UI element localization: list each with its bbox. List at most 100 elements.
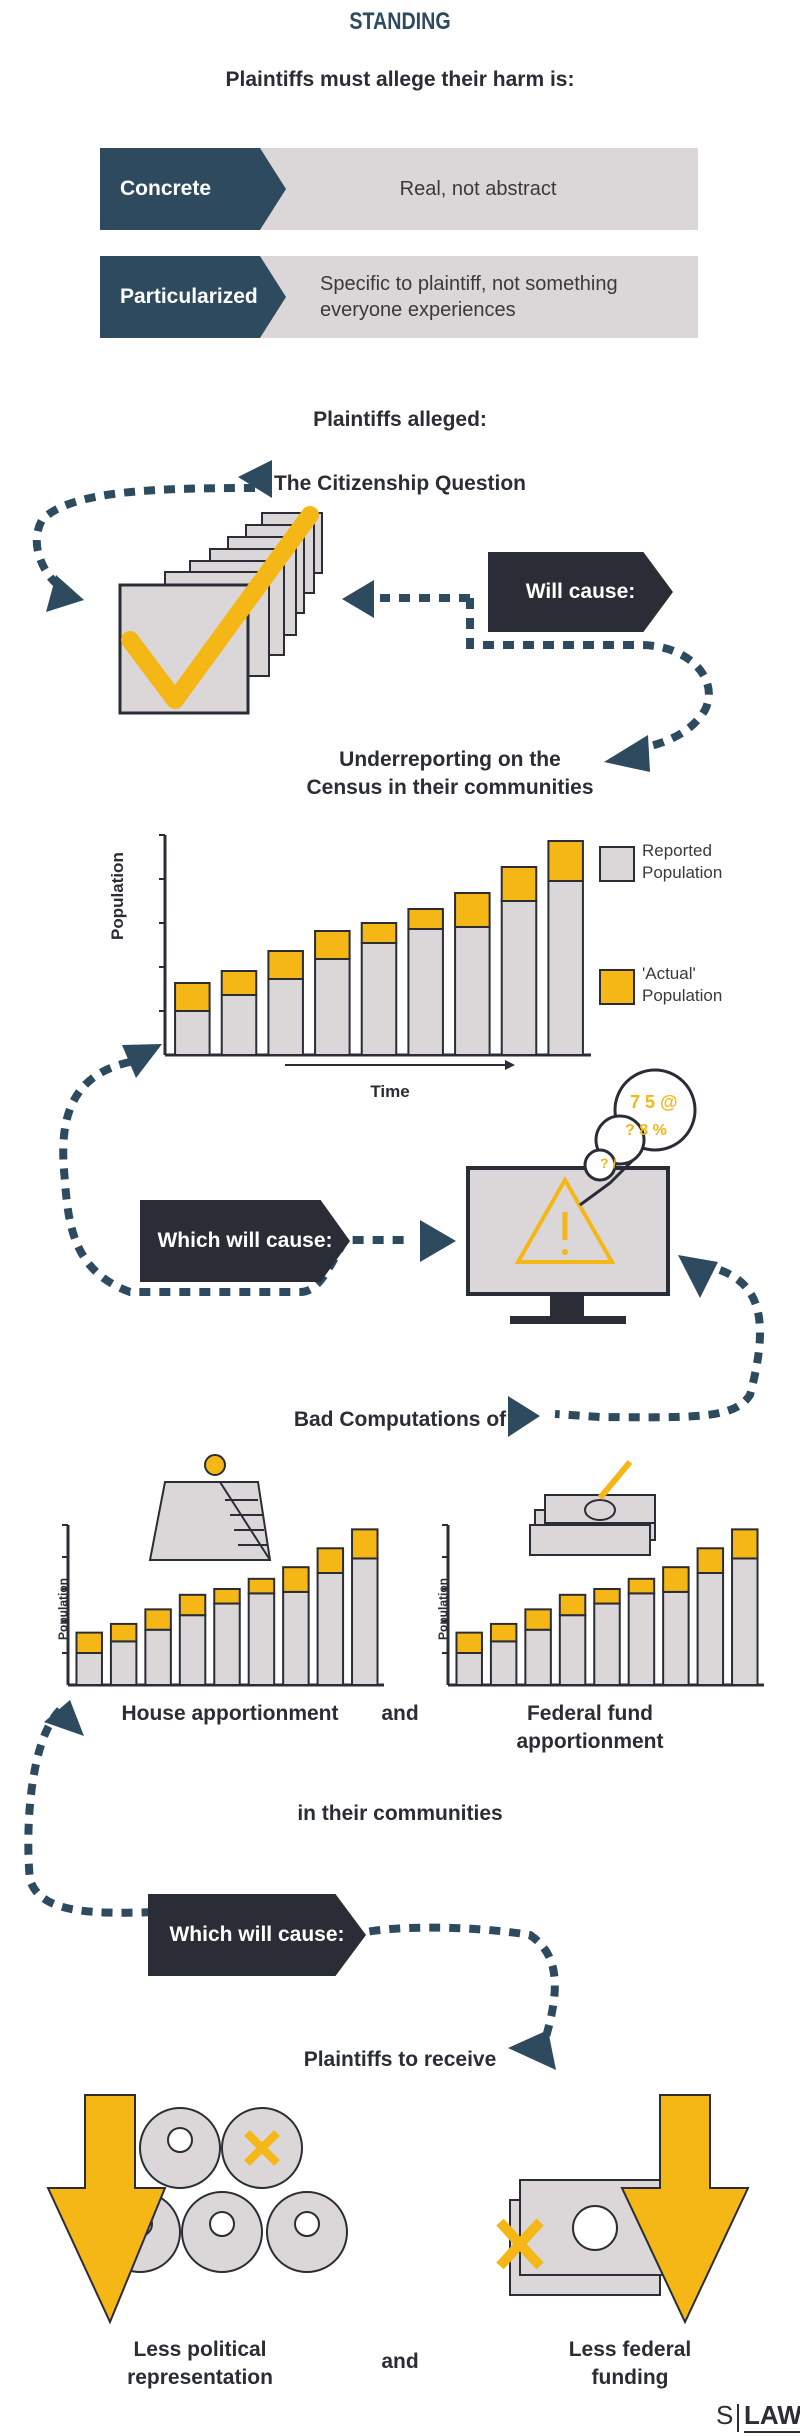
computer-warning-icon: 7 5 @ ? 8 % ? /: [466, 1068, 697, 1324]
bar-reported: [500, 900, 538, 1056]
legend-actual-label: 'Actual' Population: [642, 964, 723, 1005]
requirement-label: Concrete: [100, 148, 286, 230]
y-axis-label: Population: [436, 1578, 450, 1640]
bar-reported: [454, 926, 491, 1056]
arrow-head-icon: [508, 1396, 540, 1437]
bar-reported: [455, 1652, 483, 1686]
less-federal-label: Less federal funding: [568, 2338, 692, 2389]
bar-reported: [314, 958, 351, 1056]
y-axis-label: Population: [108, 852, 127, 940]
bar-actual: [178, 1593, 207, 1617]
x-axis-label: Time: [370, 1082, 410, 1101]
svg-text:? 8 %: ? 8 %: [625, 1122, 667, 1139]
bar-reported: [593, 1602, 621, 1686]
in-communities-label: in their communities: [297, 1802, 503, 1825]
requirement-row-concrete: Real, not abstract Concrete: [100, 148, 698, 230]
flow-arrow-path: [348, 1923, 559, 2042]
bar-actual: [593, 1588, 621, 1605]
flow-arrow-path: [24, 1707, 156, 1917]
arrow-head-icon: [122, 1044, 162, 1078]
bar-reported: [220, 994, 258, 1056]
bar-actual: [547, 840, 584, 882]
bar-reported: [351, 1557, 379, 1687]
bar-actual: [662, 1566, 690, 1593]
svg-text:7 5 @: 7 5 @: [630, 1092, 678, 1112]
bar-actual: [213, 1588, 241, 1605]
bar-chart-fund: [442, 1524, 764, 1687]
bar-actual: [407, 908, 444, 930]
bar-reported: [627, 1592, 656, 1687]
less-political-label: Less political representation: [127, 2338, 273, 2389]
bar-actual: [558, 1593, 587, 1617]
bar-actual: [455, 1631, 483, 1654]
which-will-cause-box-2: Which will cause:: [148, 1894, 366, 1976]
bar-actual: [454, 892, 491, 928]
bar-actual: [174, 982, 211, 1012]
bar-actual: [314, 930, 351, 960]
arrow-head-icon: [508, 2030, 556, 2070]
checkmark-icon: [121, 506, 319, 709]
house-apportionment-label: House apportionment: [121, 1702, 339, 1725]
bar-chart-main: [159, 834, 591, 1070]
bar-reported: [407, 928, 444, 1056]
chart-legend: [599, 846, 635, 1005]
svg-text:? /: ? /: [600, 1155, 616, 1171]
bar-actual: [282, 1566, 310, 1593]
requirement-row-particularized: Specific to plaintiff, not something eve…: [100, 256, 698, 338]
bar-reported: [316, 1572, 345, 1686]
which-will-cause-box-1: Which will cause:: [140, 1200, 350, 1282]
page-title: STANDING: [349, 8, 451, 35]
bar-reported: [547, 880, 584, 1056]
bar-actual: [351, 1528, 379, 1560]
arrow-head-icon: [678, 1255, 718, 1298]
bar-reported: [731, 1557, 759, 1687]
bar-actual: [75, 1631, 103, 1654]
bar-actual: [489, 1622, 518, 1643]
bar-actual: [247, 1577, 276, 1595]
arrow-head-icon: [238, 460, 272, 498]
bar-reported: [109, 1640, 138, 1687]
bar-reported: [662, 1590, 690, 1686]
bar-actual: [627, 1577, 656, 1595]
bar-reported: [178, 1614, 207, 1686]
bar-actual: [316, 1547, 345, 1574]
y-axis-label: Population: [56, 1578, 70, 1640]
federal-fund-label: Federal fund apportionment: [516, 1702, 664, 1753]
bar-reported: [247, 1592, 276, 1687]
bar-reported: [282, 1590, 310, 1686]
bar-actual: [524, 1608, 552, 1631]
requirement-description: Real, not abstract: [258, 148, 698, 230]
alleged-heading: Plaintiffs alleged:: [313, 408, 487, 431]
bad-computations-label: Bad Computations of: [293, 1408, 507, 1431]
and-label: and: [381, 2350, 419, 2373]
arrow-head-icon: [342, 580, 374, 618]
flow-arrow-path: [32, 484, 256, 589]
arrow-head-icon: [420, 1220, 456, 1262]
bar-actual: [267, 950, 304, 980]
and-label: and: [381, 1702, 419, 1725]
will-cause-box: Will cause:: [488, 552, 673, 632]
requirement-description: Specific to plaintiff, not something eve…: [258, 256, 698, 338]
bar-actual: [144, 1608, 172, 1631]
bar-reported: [213, 1602, 241, 1686]
bar-reported: [75, 1652, 103, 1686]
bar-reported: [360, 942, 398, 1056]
bar-actual: [500, 866, 538, 902]
bar-reported: [558, 1614, 587, 1686]
down-arrow-icon: [620, 2094, 750, 2325]
map-icon: [148, 1454, 272, 1561]
time-arrow-head: [505, 1060, 515, 1070]
citizenship-question-label: The Citizenship Question: [273, 472, 526, 495]
plaintiffs-receive-label: Plaintiffs to receive: [303, 2048, 497, 2071]
logo-law: LAW: [744, 2400, 800, 2433]
arrow-head-icon: [44, 1700, 84, 1736]
arrow-head-icon: [604, 735, 650, 772]
underreporting-label: Underreporting on the Census in their co…: [306, 748, 594, 799]
arrow-head-icon: [46, 575, 84, 612]
legend-swatch-reported: [599, 846, 635, 882]
bar-actual: [731, 1528, 759, 1560]
intro-heading: Plaintiffs must allege their harm is:: [225, 68, 575, 91]
requirement-label: Particularized: [100, 256, 286, 338]
bar-actual: [360, 922, 398, 944]
